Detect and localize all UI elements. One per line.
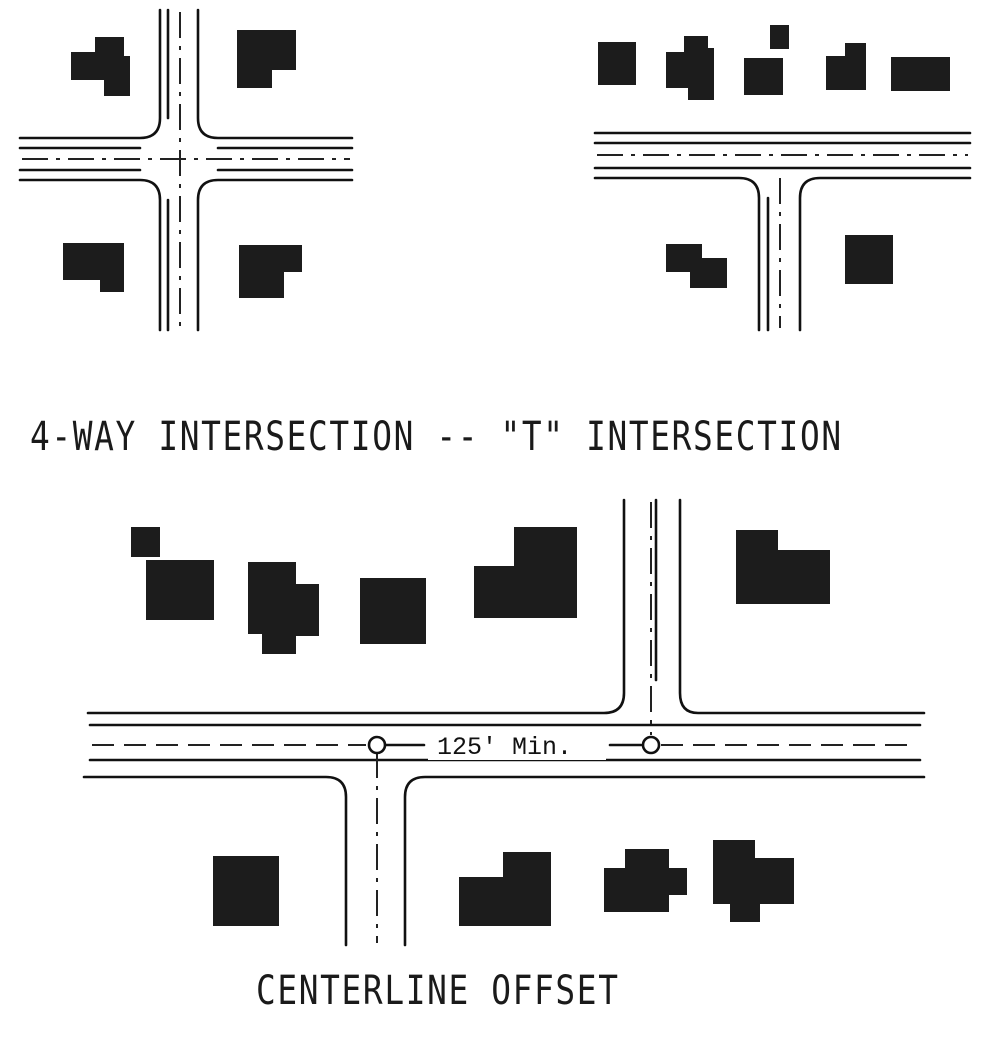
building (248, 562, 319, 654)
t-intersection-roads (593, 131, 972, 332)
building (459, 852, 551, 926)
centerline-offset-plan: 125' Min. (82, 498, 926, 947)
centerline-offset-caption: CENTERLINE OFFSET (256, 968, 620, 1014)
four-way-buildings (63, 30, 302, 298)
building (474, 527, 577, 618)
building (770, 25, 789, 49)
building (604, 849, 687, 912)
building (239, 245, 302, 298)
building (360, 578, 426, 644)
building (845, 235, 893, 284)
t-intersection-buildings (598, 25, 950, 288)
building (713, 840, 794, 922)
offset-dimension-label: 125' Min. (437, 733, 572, 762)
offset-buildings (131, 527, 830, 926)
building (736, 530, 830, 604)
building (146, 560, 214, 620)
building (237, 30, 296, 88)
centerline-point-north-icon (641, 735, 661, 755)
four-way-intersection (18, 8, 354, 332)
four-way-roads (18, 8, 354, 332)
centerline-point-south-icon (367, 735, 387, 755)
t-intersection (593, 25, 972, 332)
building (666, 244, 727, 288)
building (63, 243, 124, 292)
building (744, 58, 783, 95)
building (71, 37, 130, 96)
building (666, 36, 714, 100)
building (131, 527, 160, 557)
intersection-types-caption: 4-WAY INTERSECTION -- "T" INTERSECTION (30, 414, 843, 460)
offset-roads: 125' Min. (82, 498, 926, 947)
building (891, 57, 950, 91)
building (826, 43, 866, 90)
building (598, 42, 636, 85)
building (213, 856, 279, 926)
